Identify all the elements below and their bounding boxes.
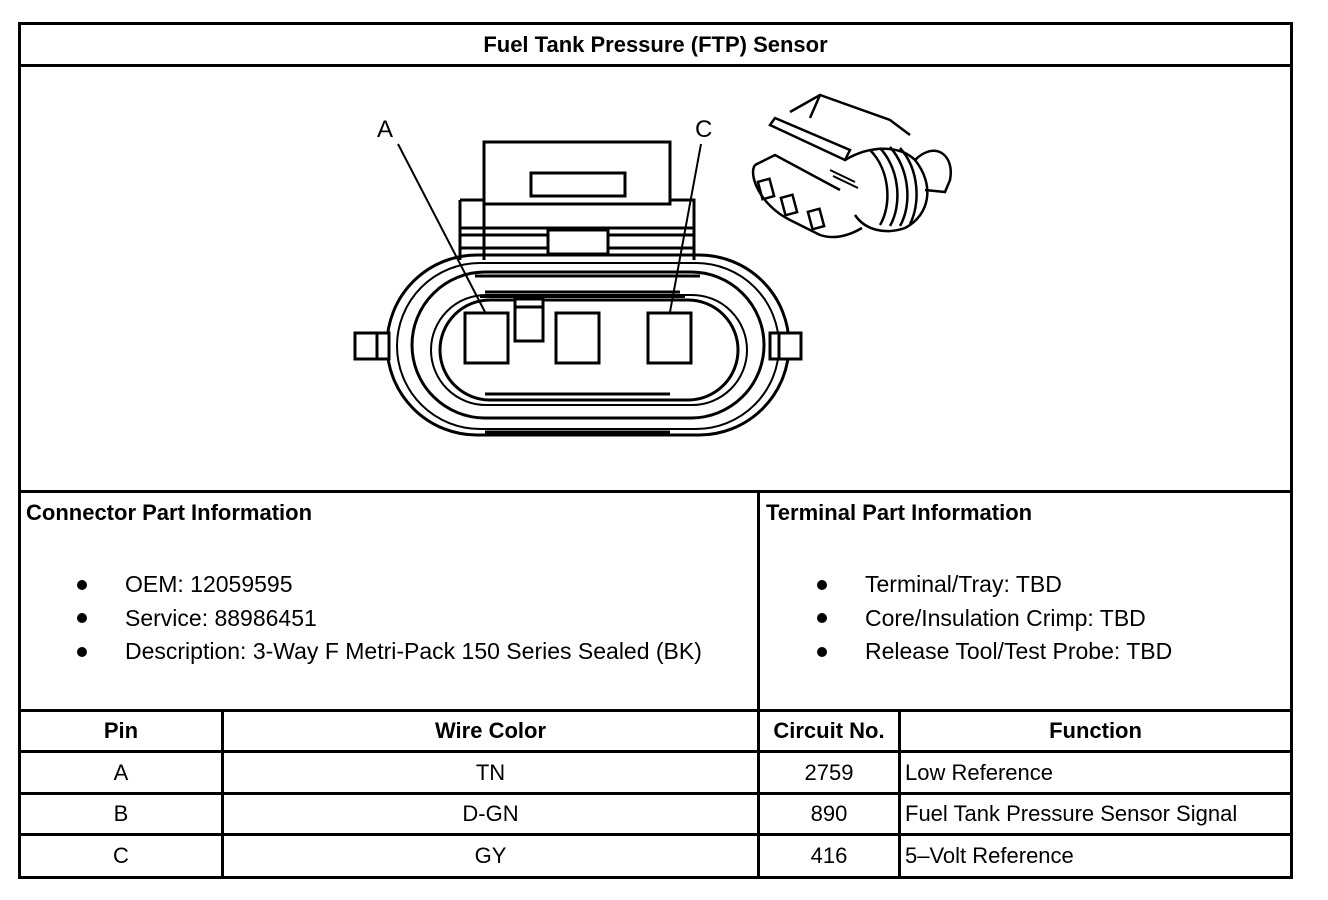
list-item: Release Tool/Test Probe: TBD bbox=[817, 635, 1172, 669]
wire-color-cell: TN bbox=[475, 759, 506, 785]
terminal-info-heading: Terminal Part Information bbox=[766, 500, 1033, 525]
list-item: OEM: 12059595 bbox=[77, 568, 702, 602]
connector-drawing: A C bbox=[353, 93, 953, 437]
divider bbox=[18, 750, 1293, 753]
terminal-info-list: Terminal/Tray: TBD Core/Insulation Crimp… bbox=[817, 568, 1172, 669]
connector-end-view-sheet bbox=[18, 22, 1293, 879]
bullet-icon bbox=[817, 613, 827, 624]
connector-info-list: OEM: 12059595 Service: 88986451 Descript… bbox=[77, 568, 702, 669]
divider bbox=[18, 709, 1293, 712]
header-circuit-no: Circuit No. bbox=[773, 718, 885, 743]
divider bbox=[18, 64, 1293, 67]
function-cell: Fuel Tank Pressure Sensor Signal bbox=[905, 801, 1238, 826]
bullet-icon bbox=[77, 646, 87, 657]
connector-info-heading: Connector Part Information bbox=[26, 500, 313, 525]
wire-color-cell: D-GN bbox=[462, 801, 519, 826]
circuit-cell: 416 bbox=[810, 843, 848, 868]
wire-color-cell: GY bbox=[474, 843, 507, 868]
divider bbox=[898, 709, 901, 879]
pin-label-a: A bbox=[377, 116, 393, 143]
connector-diagram: A C bbox=[21, 67, 1290, 490]
header-function: Function bbox=[1049, 718, 1142, 743]
connector-service: Service: 88986451 bbox=[125, 604, 317, 631]
bullet-icon bbox=[817, 646, 827, 657]
divider bbox=[757, 490, 760, 879]
connector-face-view bbox=[353, 140, 803, 437]
divider bbox=[18, 490, 1293, 493]
list-item: Core/Insulation Crimp: TBD bbox=[817, 602, 1172, 636]
pin-cell: C bbox=[113, 843, 129, 868]
divider bbox=[221, 709, 224, 879]
list-item: Terminal/Tray: TBD bbox=[817, 568, 1172, 602]
pin-cell: A bbox=[113, 759, 129, 785]
header-wire-color: Wire Color bbox=[434, 718, 547, 743]
page-title: Fuel Tank Pressure (FTP) Sensor bbox=[483, 32, 828, 57]
pin-cell: B bbox=[113, 801, 129, 826]
circuit-cell: 890 bbox=[810, 801, 848, 826]
divider bbox=[18, 833, 1293, 836]
connector-oem: OEM: 12059595 bbox=[125, 571, 293, 597]
function-cell: Low Reference bbox=[905, 759, 1053, 785]
divider bbox=[18, 792, 1293, 795]
terminal-crimp: Core/Insulation Crimp: TBD bbox=[865, 604, 1146, 631]
list-item: Description: 3-Way F Metri-Pack 150 Seri… bbox=[77, 635, 702, 669]
terminal-tray: Terminal/Tray: TBD bbox=[865, 571, 1062, 597]
list-item: Service: 88986451 bbox=[77, 602, 702, 636]
bullet-icon bbox=[817, 579, 827, 590]
circuit-cell: 2759 bbox=[804, 759, 854, 785]
function-cell: 5–Volt Reference bbox=[905, 843, 1074, 868]
header-pin: Pin bbox=[103, 718, 139, 743]
pin-label-c: C bbox=[695, 116, 712, 143]
terminal-release-tool: Release Tool/Test Probe: TBD bbox=[865, 638, 1173, 664]
connector-isometric-view bbox=[751, 93, 953, 239]
connector-description: Description: 3-Way F Metri-Pack 150 Seri… bbox=[125, 638, 702, 664]
bullet-icon bbox=[77, 613, 87, 624]
bullet-icon bbox=[77, 579, 87, 590]
